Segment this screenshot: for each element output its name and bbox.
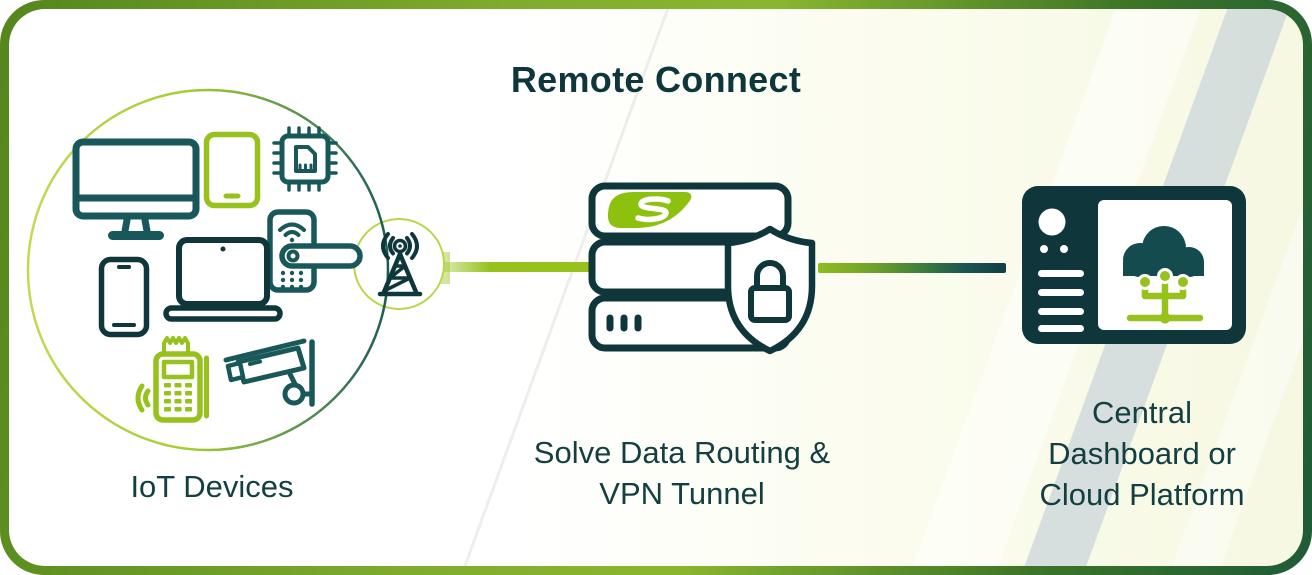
pos-terminal-icon xyxy=(135,336,209,423)
dashboard-device-icon xyxy=(1022,186,1246,344)
smartphone-icon xyxy=(98,256,150,338)
cloud-label-line3: Cloud Platform xyxy=(1039,477,1245,512)
vpn-label: Solve Data Routing & VPN Tunnel xyxy=(492,432,872,514)
desktop-monitor-icon xyxy=(72,138,200,240)
wire-server-to-dashboard xyxy=(818,263,1006,273)
security-camera-icon xyxy=(223,338,315,407)
leaf-logo-icon xyxy=(608,192,692,228)
cloud-label: Central Dashboard or Cloud Platform xyxy=(952,392,1303,515)
network-hub-icon xyxy=(1126,268,1204,324)
iot-devices-label: IoT Devices xyxy=(32,466,392,507)
wire-devices-to-server xyxy=(444,262,596,272)
diagram-card: Remote Connect xyxy=(9,9,1303,566)
iot-devices-label-text: IoT Devices xyxy=(130,469,294,504)
iot-circle xyxy=(26,88,390,452)
laptop-icon xyxy=(163,237,283,322)
smart-door-lock-icon xyxy=(267,209,363,293)
page-title: Remote Connect xyxy=(510,59,802,100)
security-shield-lock-icon xyxy=(724,225,816,355)
vpn-label-line1: Solve Data Routing & xyxy=(533,435,831,470)
tablet-icon xyxy=(203,131,261,209)
iot-chip-icon xyxy=(272,126,338,192)
cloud-label-line2: Dashboard or xyxy=(1048,436,1236,471)
vpn-label-line2: VPN Tunnel xyxy=(599,476,765,511)
cell-tower-icon xyxy=(377,232,423,297)
cloud-label-line1: Central xyxy=(1092,395,1192,430)
